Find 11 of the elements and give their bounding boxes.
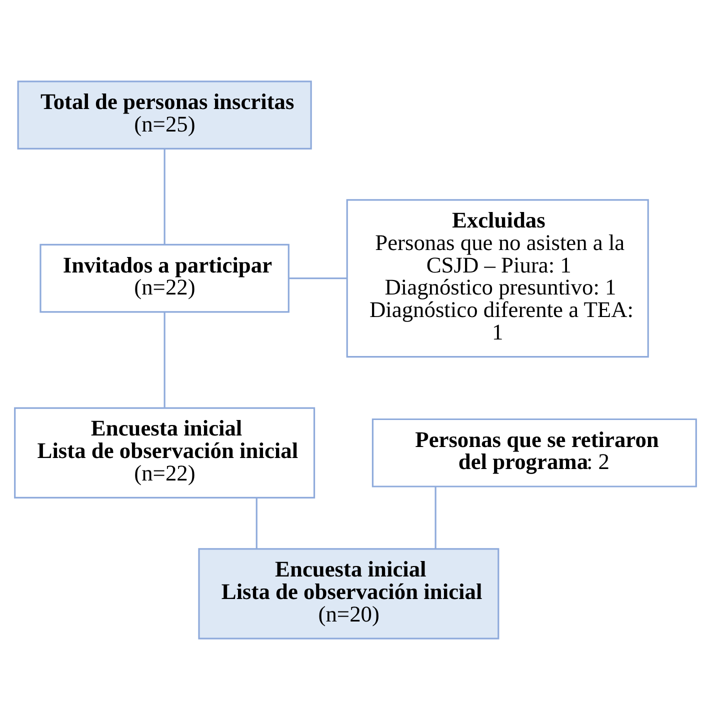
- connector: [164, 148, 166, 245]
- connector: [434, 486, 436, 549]
- node-box: Total de personas inscritas (n=25): [17, 80, 312, 150]
- connector: [256, 498, 258, 548]
- node-box: Excluidas Personas que no asisten a la CSJD – Piura: 1 Diagnóstico presuntivo: 1 Diagnóstico diferente a TEA: 1: [346, 199, 649, 358]
- connector: [289, 278, 347, 280]
- node-box: Invitados a participar (n=22): [40, 244, 290, 313]
- connector: [164, 312, 166, 408]
- node-box: Personas que se retiraron del programa: 2: [372, 418, 697, 488]
- node-box: Encuesta inicial Lista de observación inicial (n=22): [14, 407, 316, 498]
- node-box: Encuesta inicial Lista de observación inicial (n=20): [198, 548, 500, 640]
